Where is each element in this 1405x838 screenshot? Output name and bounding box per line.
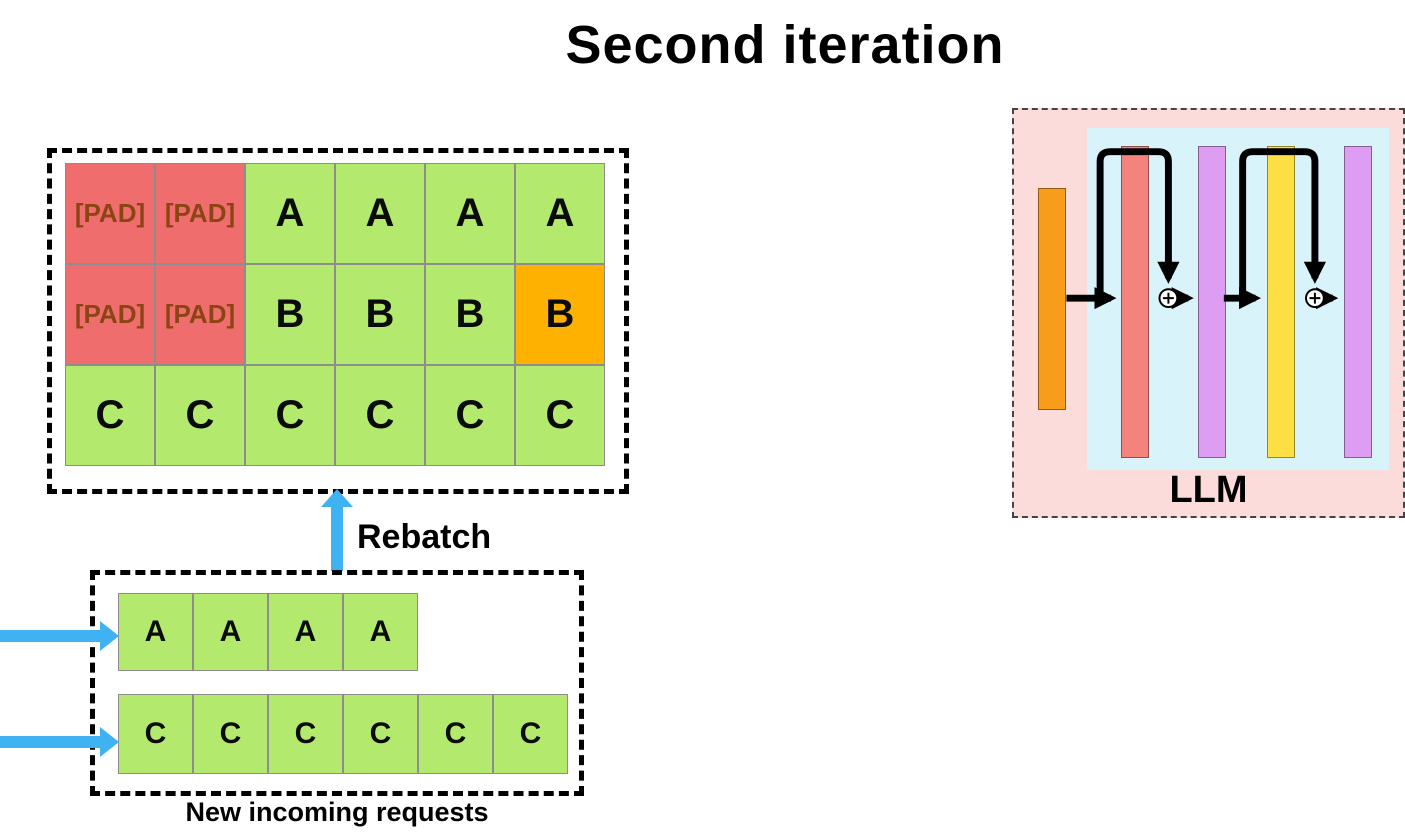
batch-cell: B xyxy=(335,264,425,365)
batch-cell: [PAD] xyxy=(155,264,245,365)
incoming-cell: C xyxy=(268,694,343,774)
arrow-shaft xyxy=(0,630,102,642)
batch-cell: B xyxy=(245,264,335,365)
batch-cell: C xyxy=(425,365,515,466)
arrow-head xyxy=(321,489,353,507)
llm-box: LLM xyxy=(1012,108,1405,518)
incoming-cell: C xyxy=(493,694,568,774)
incoming-row-a: A A A A xyxy=(118,593,418,671)
batch-cell: C xyxy=(155,365,245,466)
incoming-cell: A xyxy=(343,593,418,671)
batch-cell: C xyxy=(65,365,155,466)
incoming-cell: C xyxy=(193,694,268,774)
arrow-shaft xyxy=(331,505,343,571)
rebatch-arrow-icon xyxy=(321,489,353,571)
llm-layer-bar-1 xyxy=(1121,146,1149,458)
diagram-title: Second iteration xyxy=(565,15,1005,75)
batch-cell: C xyxy=(515,365,605,466)
incoming-arrow-icon xyxy=(0,621,120,651)
rebatch-label: Rebatch xyxy=(357,518,492,556)
batch-cell: A xyxy=(425,163,515,264)
batch-cell: [PAD] xyxy=(65,163,155,264)
batch-cell: A xyxy=(515,163,605,264)
incoming-arrow-icon xyxy=(0,727,120,757)
batch-grid: [PAD] [PAD] A A A A [PAD] [PAD] B B B B … xyxy=(65,163,605,466)
incoming-row-c: C C C C C C xyxy=(118,694,568,774)
batch-cell: C xyxy=(245,365,335,466)
batch-cell: [PAD] xyxy=(155,163,245,264)
batch-cell: A xyxy=(245,163,335,264)
incoming-cell: A xyxy=(193,593,268,671)
batch-cell-new-token: B xyxy=(515,264,605,365)
incoming-cell: A xyxy=(268,593,343,671)
llm-layer-bar-4 xyxy=(1344,146,1372,458)
incoming-cell: C xyxy=(418,694,493,774)
incoming-caption: New incoming requests xyxy=(185,797,489,827)
llm-layer-bar-2 xyxy=(1198,146,1226,458)
incoming-requests-box: A A A A C C C C C C xyxy=(90,570,584,796)
arrow-shaft xyxy=(0,736,102,748)
current-batch-box: [PAD] [PAD] A A A A [PAD] [PAD] B B B B … xyxy=(47,148,629,494)
arrow-head xyxy=(100,727,119,757)
llm-layer-bar-3 xyxy=(1267,146,1295,458)
batch-cell: B xyxy=(425,264,515,365)
llm-label: LLM xyxy=(1169,469,1248,511)
incoming-cell: A xyxy=(118,593,193,671)
arrow-head xyxy=(100,621,119,651)
incoming-cell: C xyxy=(343,694,418,774)
batch-cell: [PAD] xyxy=(65,264,155,365)
batch-cell: C xyxy=(335,365,425,466)
batch-cell: A xyxy=(335,163,425,264)
llm-input-embedding-bar xyxy=(1038,188,1066,410)
incoming-cell: C xyxy=(118,694,193,774)
